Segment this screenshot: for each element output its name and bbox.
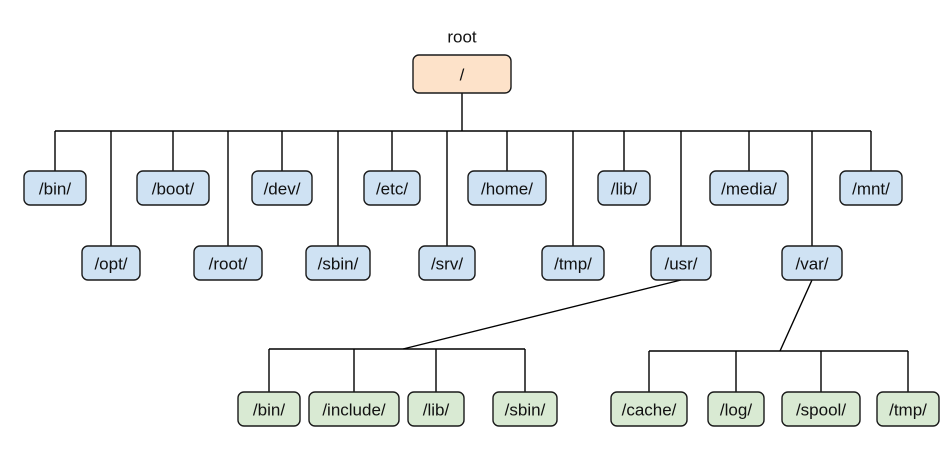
node-usr-sbin[interactable]: /sbin/ <box>492 391 558 427</box>
node-var-cache-label: /cache/ <box>622 401 677 420</box>
node-media[interactable]: /media/ <box>709 170 789 206</box>
node-sbin-label: /sbin/ <box>318 255 359 274</box>
node-tmp-label: /tmp/ <box>554 255 592 274</box>
node-var-tmp[interactable]: /tmp/ <box>876 391 940 427</box>
node-sbin-box <box>305 245 371 281</box>
node-usr-include-label: /include/ <box>322 401 386 420</box>
node-mnt[interactable]: /mnt/ <box>839 170 903 206</box>
node-dev-box <box>251 170 313 206</box>
node-mnt-label: /mnt/ <box>852 180 890 199</box>
node-srv-label: /srv/ <box>431 255 463 274</box>
node-etc-box <box>363 170 421 206</box>
node-var-cache[interactable]: /cache/ <box>610 391 688 427</box>
node-boot-box <box>136 170 210 206</box>
node-var-spool-box <box>781 391 861 427</box>
node-etc[interactable]: /etc/ <box>363 170 421 206</box>
node-var-log-label: /log/ <box>720 401 752 420</box>
node-opt-label: /opt/ <box>94 255 127 274</box>
node-usr-bin-label: /bin/ <box>253 401 285 420</box>
node-usr-label: /usr/ <box>664 255 697 274</box>
node-root-label: /root/ <box>209 255 248 274</box>
node-lib-label: /lib/ <box>611 180 638 199</box>
root-caption: root <box>447 28 477 47</box>
node-lib-box <box>597 170 651 206</box>
edge-usr-diagonal <box>402 279 682 350</box>
node-var-label: /var/ <box>795 255 828 274</box>
tree-nodes: / /bin/ /opt/ /boot/ /root/ /dev/ /sbin/ /etc/ /… <box>23 54 940 427</box>
node-tmp-box <box>541 245 605 281</box>
node-srv[interactable]: /srv/ <box>418 245 476 281</box>
node-home[interactable]: /home/ <box>467 170 547 206</box>
node-usr[interactable]: /usr/ <box>650 245 712 281</box>
node-bin-label: /bin/ <box>39 180 71 199</box>
node-var-log-box <box>707 391 765 427</box>
node-var-tmp-box <box>876 391 940 427</box>
node-usr-include[interactable]: /include/ <box>308 391 400 427</box>
node-dev-label: /dev/ <box>264 180 301 199</box>
node-boot-label: /boot/ <box>152 180 195 199</box>
node-usr-box <box>650 245 712 281</box>
node-sbin[interactable]: /sbin/ <box>305 245 371 281</box>
node-var-tmp-label: /tmp/ <box>889 401 927 420</box>
tree-edges <box>54 93 909 392</box>
node-media-label: /media/ <box>721 180 777 199</box>
node-root[interactable]: / <box>412 54 512 94</box>
node-opt-box <box>81 245 141 281</box>
node-boot[interactable]: /boot/ <box>136 170 210 206</box>
node-lib[interactable]: /lib/ <box>597 170 651 206</box>
edge-var-diagonal <box>779 279 813 352</box>
node-mnt-box <box>839 170 903 206</box>
node-srv-box <box>418 245 476 281</box>
node-dev[interactable]: /dev/ <box>251 170 313 206</box>
node-etc-label: /etc/ <box>376 180 408 199</box>
node-home-box <box>467 170 547 206</box>
node-root-box <box>193 245 263 281</box>
node-var[interactable]: /var/ <box>781 245 843 281</box>
node-media-box <box>709 170 789 206</box>
node-usr-bin[interactable]: /bin/ <box>237 391 301 427</box>
node-opt[interactable]: /opt/ <box>81 245 141 281</box>
node-root-label: / <box>460 66 465 85</box>
node-home-label: /home/ <box>481 180 533 199</box>
node-var-spool-label: /spool/ <box>796 401 846 420</box>
node-bin[interactable]: /bin/ <box>23 170 87 206</box>
node-bin-box <box>23 170 87 206</box>
node-usr-lib[interactable]: /lib/ <box>407 391 465 427</box>
node-usr-include-box <box>308 391 400 427</box>
node-usr-bin-box <box>237 391 301 427</box>
node-var-cache-box <box>610 391 688 427</box>
node-var-log[interactable]: /log/ <box>707 391 765 427</box>
node-root-box <box>412 54 512 94</box>
node-usr-sbin-box <box>492 391 558 427</box>
node-usr-sbin-label: /sbin/ <box>505 401 546 420</box>
node-var-spool[interactable]: /spool/ <box>781 391 861 427</box>
node-root[interactable]: /root/ <box>193 245 263 281</box>
node-usr-lib-label: /lib/ <box>423 401 450 420</box>
node-usr-lib-box <box>407 391 465 427</box>
node-tmp[interactable]: /tmp/ <box>541 245 605 281</box>
node-var-box <box>781 245 843 281</box>
